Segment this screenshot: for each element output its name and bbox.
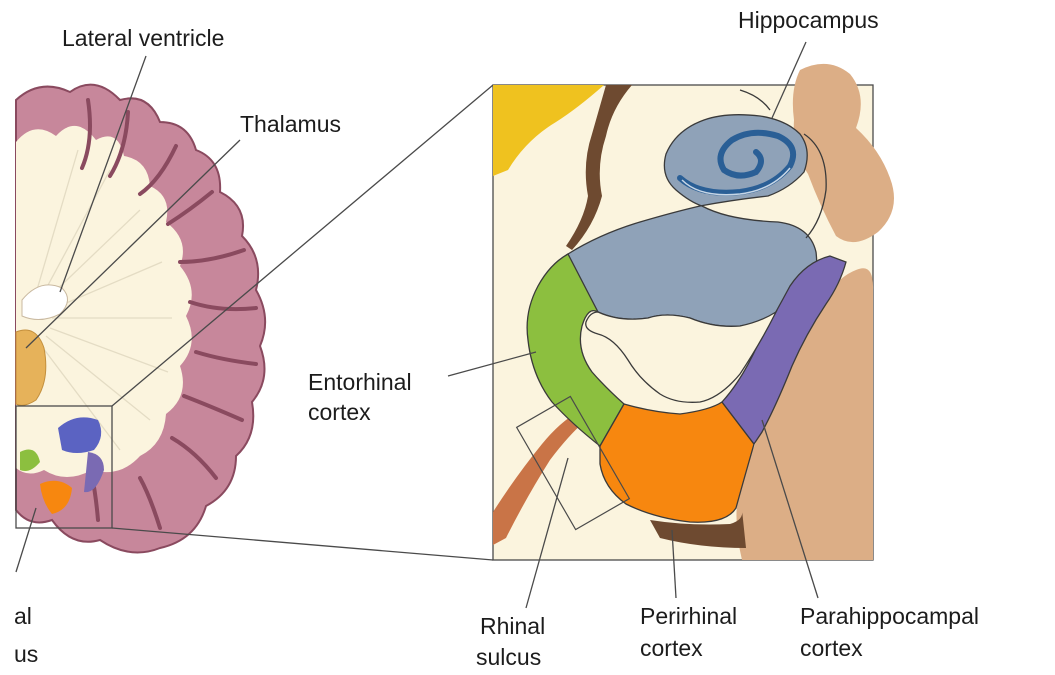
left-crop-margin	[0, 0, 14, 675]
label-perirhinal-line1: Perirhinal	[640, 603, 737, 629]
label-perirhinal-line2: cortex	[640, 635, 703, 661]
label-rhinal-line2: sulcus	[476, 644, 541, 670]
zoom-panel	[493, 64, 894, 560]
label-rhinal-line1: Rhinal	[480, 613, 545, 639]
label-hippocampus: Hippocampus	[738, 7, 879, 33]
label-cut-line1: al	[14, 603, 32, 629]
label-cut-line2: us	[14, 641, 38, 667]
label-lateral-ventricle: Lateral ventricle	[62, 25, 224, 51]
label-parahippocampal-line2: cortex	[800, 635, 863, 661]
label-parahippocampal-line1: Parahippocampal	[800, 603, 979, 629]
label-thalamus: Thalamus	[240, 111, 341, 137]
label-entorhinal-line1: Entorhinal	[308, 369, 412, 395]
brain-section	[16, 85, 265, 553]
label-entorhinal-line2: cortex	[308, 399, 371, 425]
